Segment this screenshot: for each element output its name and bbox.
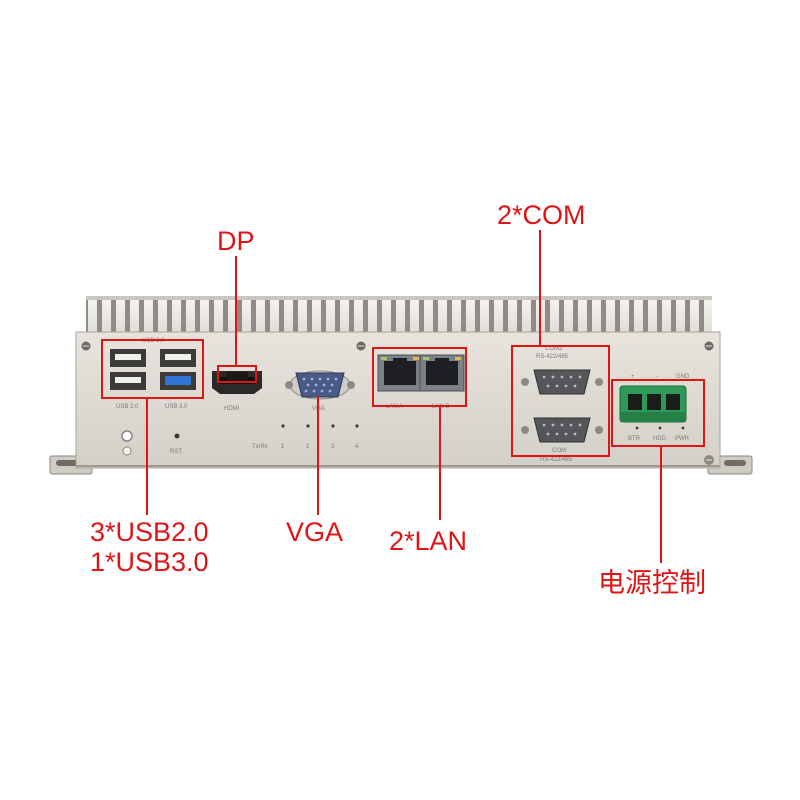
led-label-3: 3 (331, 444, 335, 450)
vga-callout: VGA (286, 517, 344, 547)
lan-callout: 2*LAN (389, 526, 468, 556)
btr-label: BTR (628, 436, 641, 442)
usb3-port[interactable] (160, 372, 196, 390)
led-label-4: 4 (355, 444, 359, 450)
control-led (635, 426, 685, 430)
txrx-label: Tx/Rx (252, 444, 268, 450)
usb2-port[interactable] (110, 372, 146, 390)
led-label-2: 2 (306, 444, 310, 450)
dp-port[interactable] (226, 372, 248, 382)
usb2-port[interactable] (110, 349, 146, 367)
usb-callout: 3*USB2.0 1*USB3.0 (90, 517, 209, 577)
pwr-label: PWR (675, 436, 690, 442)
power-minus-label: − (655, 374, 659, 380)
com1-standard-label: RS-422/485 (540, 457, 573, 463)
power-highlight-box (611, 379, 705, 447)
usb-callout-line1: 3*USB2.0 (90, 517, 209, 547)
panel-screw-icon (704, 341, 714, 351)
vga-port[interactable] (285, 370, 355, 400)
lan-port-b[interactable] (419, 354, 465, 392)
power-control-callout: 电源控制 (598, 568, 706, 598)
panel-screw-icon (81, 341, 91, 351)
led-label-1: 1 (281, 444, 285, 450)
usb-callout-line2: 1*USB3.0 (90, 547, 209, 577)
com-highlight-box (511, 345, 610, 457)
reset-button[interactable] (174, 433, 180, 439)
panel-screw-icon (356, 341, 366, 351)
hdd-label: HDD (653, 436, 667, 442)
usb-highlight-box (101, 339, 204, 399)
com2-label: COM2 (545, 346, 563, 352)
status-led (355, 424, 359, 428)
power-button[interactable] (121, 430, 133, 456)
rst-label: RST (170, 449, 182, 455)
com2-standard-label: RS-422/485 (536, 354, 569, 360)
annotation-overlay (101, 230, 705, 563)
com-callout: 2*COM (497, 200, 586, 230)
status-led (306, 424, 310, 428)
usb2-port[interactable] (160, 349, 196, 367)
panel-screw-icon (704, 455, 714, 465)
com1-label: COM (552, 448, 566, 454)
usb3-label: USB 3.0 (165, 404, 188, 410)
power-plus-label: + (631, 374, 635, 380)
hdmi-label: HDMI (224, 406, 240, 412)
com1-port[interactable] (521, 417, 603, 443)
com2-port[interactable] (521, 369, 603, 395)
lan-port-a[interactable] (377, 354, 423, 392)
status-led (331, 424, 335, 428)
dp-callout: DP (217, 226, 255, 256)
status-led (281, 424, 285, 428)
power-terminal-block[interactable] (619, 385, 687, 423)
lan-highlight-box (372, 347, 467, 407)
power-gnd-label: GND (676, 374, 690, 380)
usb2-label: USB 2.0 (116, 404, 139, 410)
